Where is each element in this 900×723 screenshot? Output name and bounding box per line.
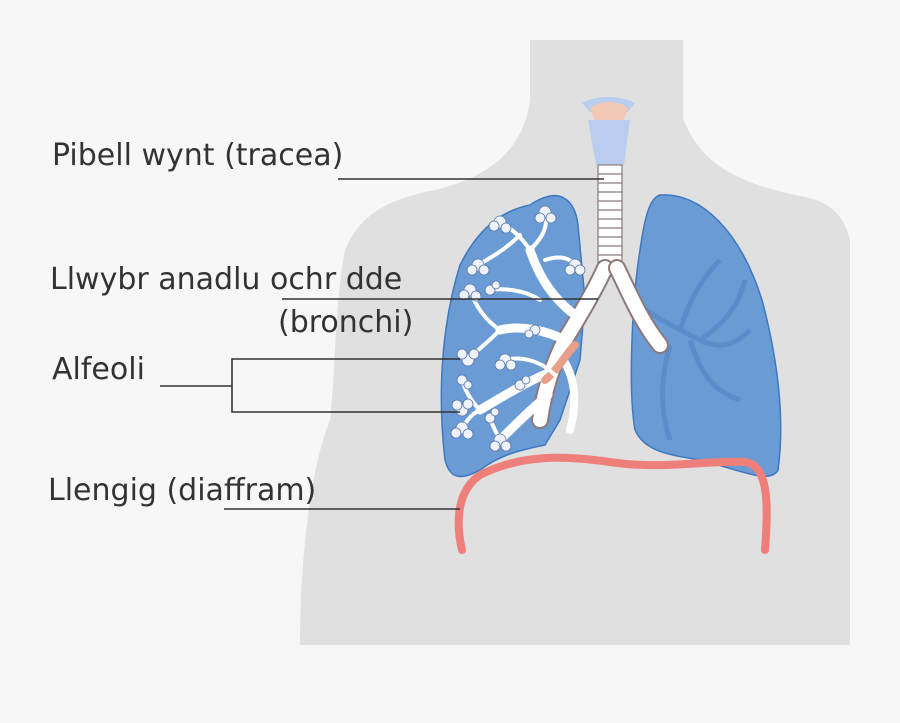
- trachea-label: Pibell wynt (tracea): [52, 138, 344, 173]
- alveoli-label: Alfeoli: [52, 352, 145, 387]
- bronchi-label-line2: (bronchi): [278, 305, 414, 340]
- trachea: [597, 164, 623, 271]
- diaphragm: [454, 453, 771, 554]
- pulmonary-vessel: [541, 341, 579, 384]
- right-lung-branches: [628, 258, 752, 441]
- bronchi-label-line1: Llwybr anadlu ochr dde: [50, 262, 403, 297]
- diaphragm-label: Llengig (diaffram): [48, 473, 317, 508]
- larynx: [582, 97, 635, 165]
- leader-lines: [160, 178, 604, 510]
- alveoli-clusters: [450, 205, 586, 452]
- alveoli-leader-bracket: [231, 358, 460, 413]
